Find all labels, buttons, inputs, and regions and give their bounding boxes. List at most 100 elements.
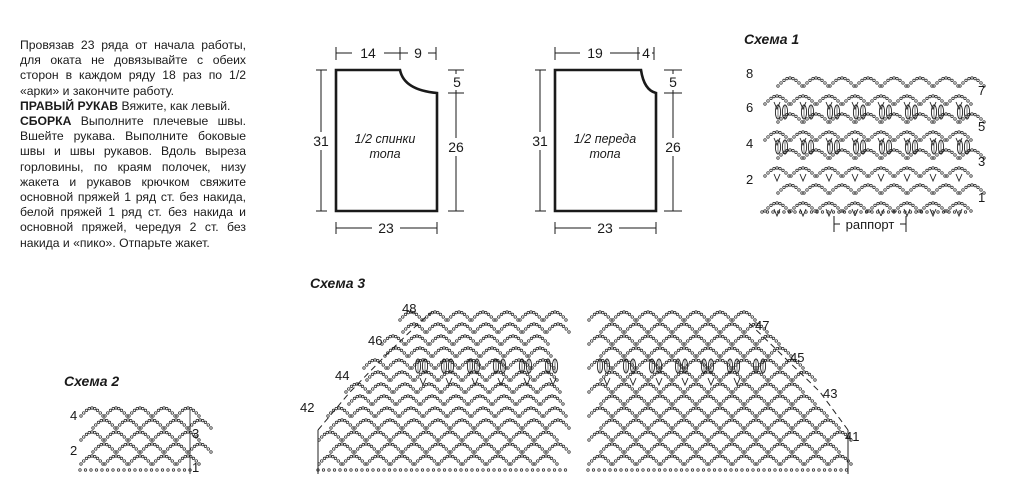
cluster-stitch (930, 139, 938, 155)
cluster-stitch (852, 139, 860, 155)
cluster-stitch (885, 104, 893, 120)
cluster-stitch (781, 139, 789, 155)
chain-arch (867, 130, 895, 142)
v-stitch (825, 208, 833, 218)
chain-arch (587, 430, 613, 442)
chain-arch (392, 382, 418, 394)
cluster-stitch (525, 358, 533, 374)
chain-arch (139, 442, 165, 454)
chain-arch (389, 370, 415, 382)
chain-arch (815, 418, 841, 430)
chain-arch (542, 310, 568, 322)
chain-arch (779, 430, 805, 442)
cluster-stitch (440, 358, 448, 374)
chain-arch (932, 112, 960, 124)
chain-arch (365, 370, 391, 382)
v-stitch (655, 377, 663, 387)
chain-arch (151, 406, 177, 418)
chain-arch (545, 322, 571, 334)
chain-arch (719, 322, 745, 334)
front-dim-left: 31 (532, 133, 548, 149)
v-stitch (903, 101, 911, 111)
cluster-stitch (904, 139, 912, 155)
chain-arch (509, 430, 535, 442)
scheme-1: Схема 1 8 6 4 2 7 5 3 1 раппорт (744, 31, 986, 232)
chain-arch (329, 442, 355, 454)
chain-arch (707, 310, 733, 322)
chain-row (586, 468, 849, 472)
chain-arch (731, 334, 757, 346)
chain-arch (533, 454, 559, 466)
scheme-3: Схема 3 48 46 44 42 47 45 43 41 (300, 275, 859, 474)
chain-arch (755, 334, 781, 346)
chain-arch (767, 442, 793, 454)
back-pattern: 14 9 31 5 26 23 1/2 спинки топа (310, 45, 467, 237)
chain-arch (599, 322, 625, 334)
chain-arch (841, 94, 869, 106)
scheme-2-row-left: 2 (70, 443, 77, 458)
chain-arch (79, 454, 105, 466)
chain-arch (545, 442, 571, 454)
chain-arch (623, 442, 649, 454)
v-stitch (799, 173, 807, 183)
chain-arch (791, 418, 817, 430)
chain-arch (446, 310, 472, 322)
chain-arch (362, 358, 388, 370)
chain-arch (683, 454, 709, 466)
chain-arch (683, 310, 709, 322)
v-stitch (799, 101, 807, 111)
back-dim-bottom: 23 (378, 220, 394, 236)
chain-arch (404, 334, 430, 346)
chain-arch (815, 130, 843, 142)
v-stitch (523, 377, 531, 387)
chain-arch (163, 442, 189, 454)
chain-arch (473, 322, 499, 334)
cluster-stitch (878, 139, 886, 155)
chain-arch (779, 382, 805, 394)
chain-arch (488, 382, 514, 394)
chain-arch (452, 334, 478, 346)
chain-arch (695, 418, 721, 430)
cluster-stitch (759, 358, 767, 374)
front-dim-neck: 5 (669, 74, 677, 90)
cluster-stitch (781, 104, 789, 120)
chain-arch (743, 442, 769, 454)
chain-arch (767, 346, 793, 358)
chain-arch (518, 310, 544, 322)
cluster-stitch (833, 139, 841, 155)
cluster-stitch (800, 104, 808, 120)
chain-arch (374, 406, 400, 418)
cluster-stitch (826, 104, 834, 120)
front-dim-right: 26 (665, 139, 681, 155)
scheme-3-row-right: 45 (790, 350, 804, 365)
chain-arch (623, 394, 649, 406)
chain-arch (398, 310, 424, 322)
chain-arch (395, 394, 421, 406)
chain-arch (458, 358, 484, 370)
chain-arch (611, 310, 637, 322)
scheme-3-stitch-grid (316, 310, 853, 474)
chain-arch (719, 442, 745, 454)
chain-arch (497, 418, 523, 430)
chain-arch (611, 382, 637, 394)
chain-arch (407, 346, 433, 358)
back-dim-left: 31 (313, 133, 329, 149)
chain-arch (893, 130, 921, 142)
chain-arch (341, 454, 367, 466)
back-pattern-label: 1/2 спинки (355, 132, 416, 146)
cluster-stitch (963, 139, 971, 155)
chain-arch (815, 201, 843, 213)
cluster-stitch (499, 358, 507, 374)
v-stitch (445, 377, 453, 387)
chain-arch (599, 394, 625, 406)
chain-arch (893, 94, 921, 106)
decrease-edge-left (317, 311, 433, 431)
chain-arch (533, 370, 559, 382)
chain-arch (461, 430, 487, 442)
chain-arch (479, 346, 505, 358)
chain-arch (791, 394, 817, 406)
cluster-stitch (603, 358, 611, 374)
chain-arch (623, 418, 649, 430)
chain-arch (683, 406, 709, 418)
chain-arch (779, 454, 805, 466)
